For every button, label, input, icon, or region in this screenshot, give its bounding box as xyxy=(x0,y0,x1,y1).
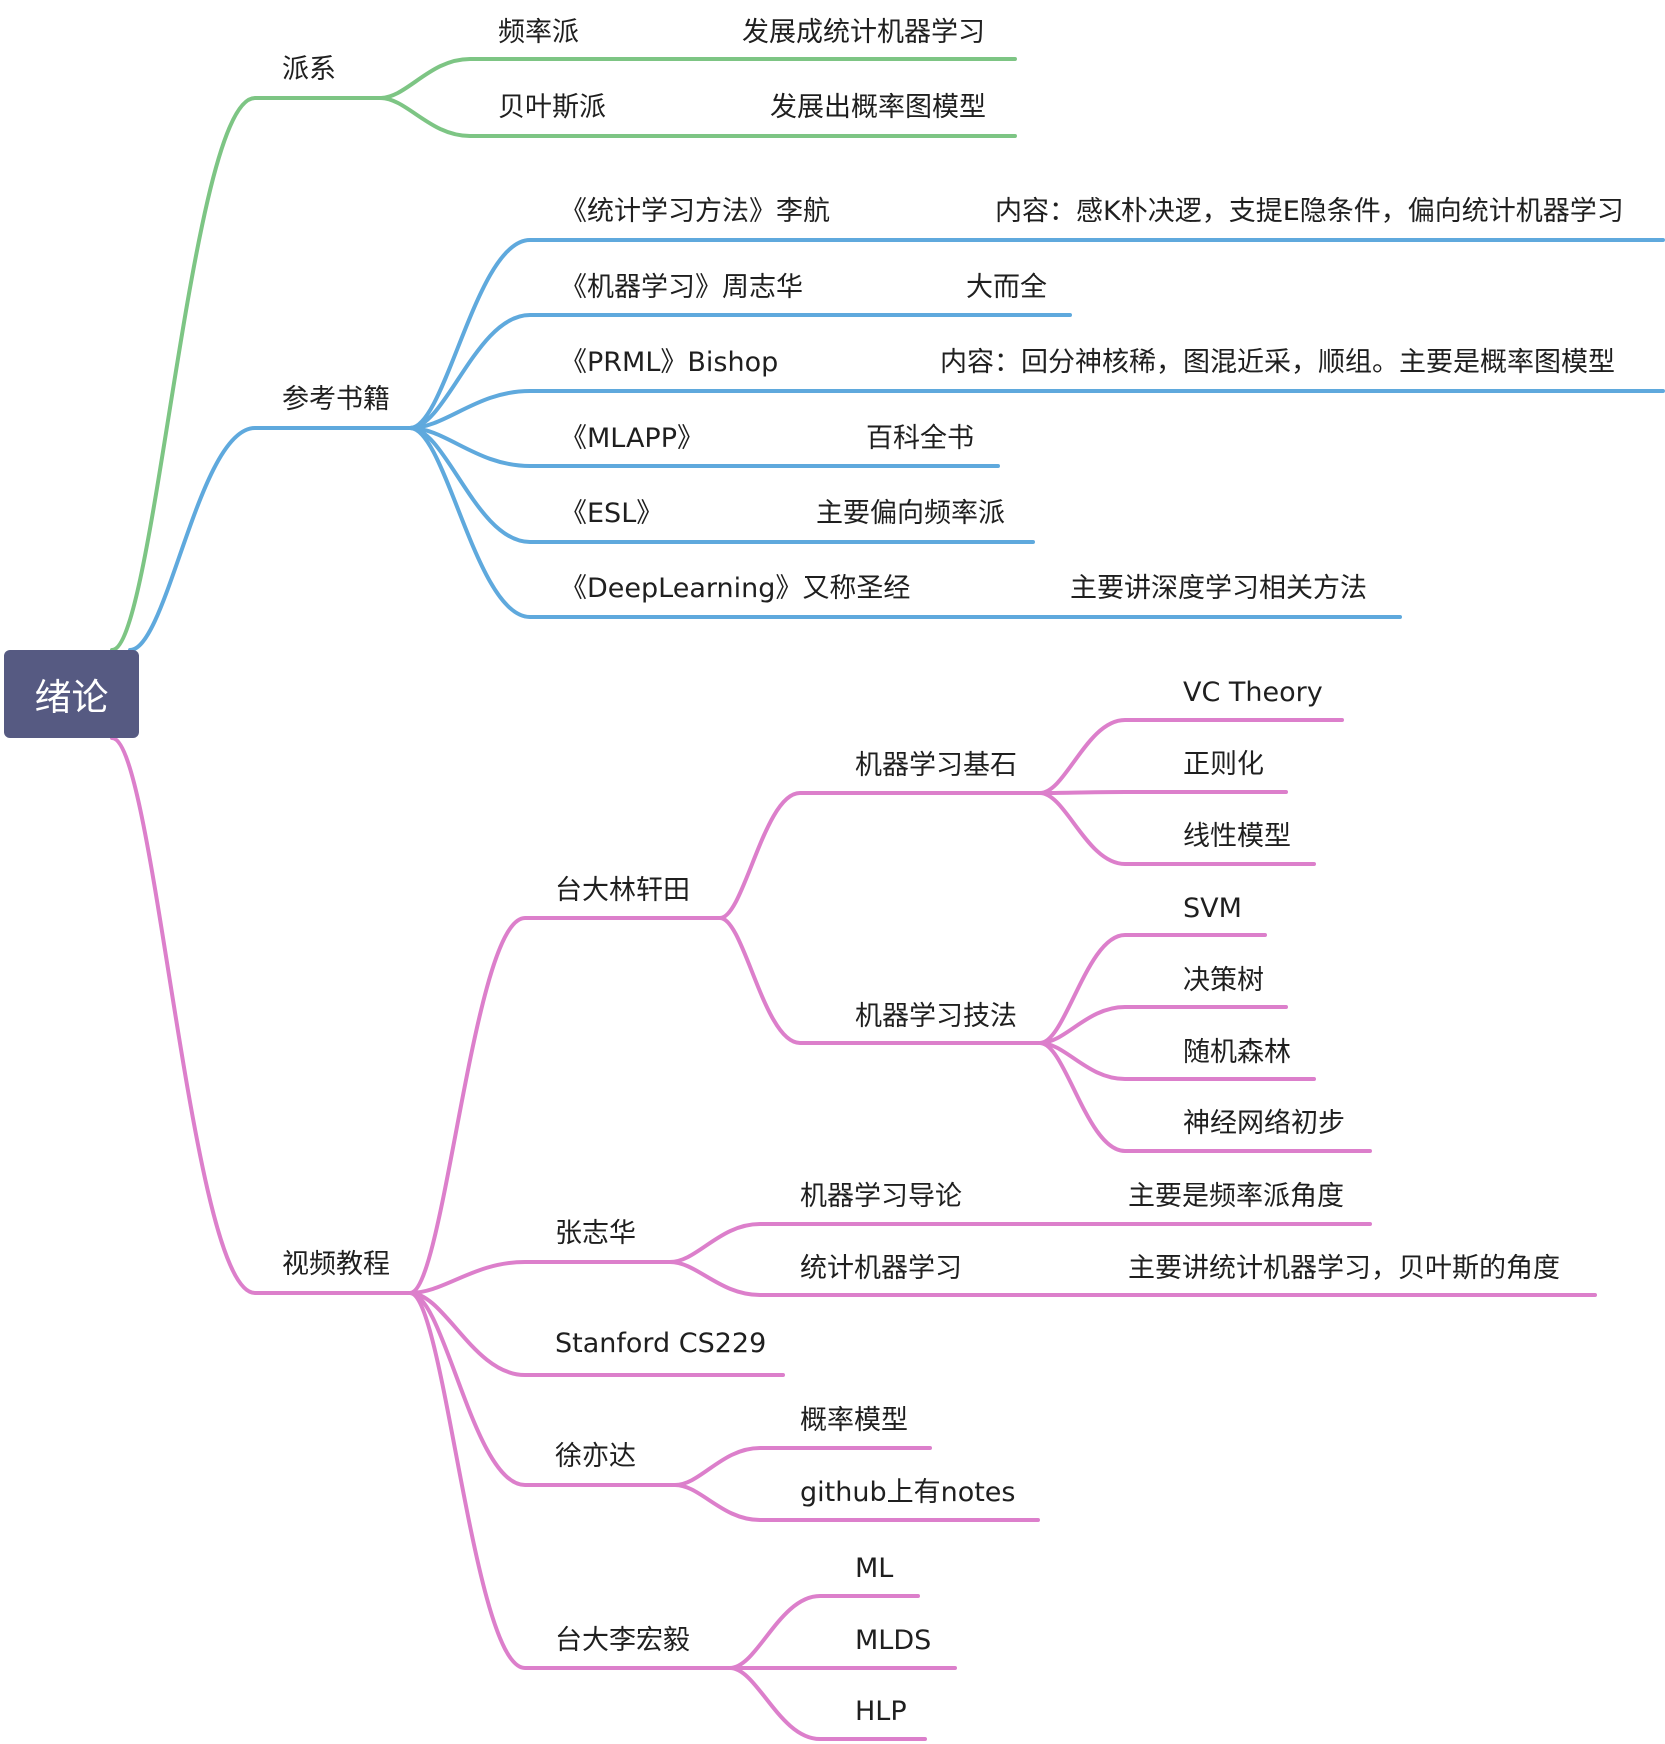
edge-github-notes xyxy=(673,1483,1040,1522)
node-frequentist[interactable]: 频率派 xyxy=(498,17,579,48)
note-stat-ml: 主要讲统计机器学习，贝叶斯的角度 xyxy=(1128,1253,1560,1284)
edge-xu xyxy=(408,1291,677,1487)
leaf-linear-models[interactable]: 线性模型 xyxy=(1183,821,1291,852)
edge-books xyxy=(128,426,412,652)
node-bayesian[interactable]: 贝叶斯派 xyxy=(498,92,606,123)
edge-book-5 xyxy=(408,426,1402,619)
edge-random-forest xyxy=(1038,1041,1316,1081)
node-zhang[interactable]: 张志华 xyxy=(555,1218,636,1249)
edge-prob-models xyxy=(673,1446,932,1487)
note-bayesian: 发展出概率图模型 xyxy=(770,92,986,123)
leaf-regularization[interactable]: 正则化 xyxy=(1183,749,1264,780)
leaf-vc-theory[interactable]: VC Theory xyxy=(1183,677,1323,708)
node-ml-foundations[interactable]: 机器学习基石 xyxy=(855,750,1017,781)
edge-book-3 xyxy=(408,426,1000,468)
leaf-svm[interactable]: SVM xyxy=(1183,893,1242,924)
edge-zhang xyxy=(408,1260,672,1295)
edge-bayesian xyxy=(378,96,1017,138)
leaf-decision-tree[interactable]: 决策树 xyxy=(1183,965,1264,996)
book-note: 百科全书 xyxy=(866,423,974,454)
note-frequentist: 发展成统计机器学习 xyxy=(742,17,985,48)
note-ml-intro: 主要是频率派角度 xyxy=(1128,1181,1344,1212)
edge-neural-net-intro xyxy=(1038,1041,1372,1153)
book-note: 主要讲深度学习相关方法 xyxy=(1070,573,1367,604)
node-stanford[interactable]: Stanford CS229 xyxy=(555,1328,767,1359)
book-note: 内容：回分神核稀，图混近采，顺组。主要是概率图模型 xyxy=(940,347,1615,378)
edge-linear-models xyxy=(1038,791,1316,866)
edge-regularization xyxy=(1038,790,1288,795)
edge-vc-theory xyxy=(1038,718,1344,795)
book-item[interactable]: 《统计学习方法》李航 xyxy=(560,196,830,227)
leaf-prob-models[interactable]: 概率模型 xyxy=(800,1405,908,1436)
edge-svm xyxy=(1038,933,1267,1045)
edge-schools xyxy=(110,96,382,652)
node-books[interactable]: 参考书籍 xyxy=(282,384,390,415)
edge-frequentist xyxy=(378,57,1017,100)
book-note: 大而全 xyxy=(966,272,1047,303)
leaf-hlp[interactable]: HLP xyxy=(855,1696,907,1727)
edge-ntu-lee xyxy=(408,1291,732,1670)
node-schools[interactable]: 派系 xyxy=(282,54,336,85)
edge-book-1 xyxy=(408,313,1072,430)
book-item[interactable]: 《DeepLearning》又称圣经 xyxy=(560,573,911,604)
book-item[interactable]: 《PRML》Bishop xyxy=(560,347,779,378)
node-ntu-lee[interactable]: 台大李宏毅 xyxy=(555,1625,690,1656)
node-ntu-lin[interactable]: 台大林轩田 xyxy=(555,875,690,906)
node-xu[interactable]: 徐亦达 xyxy=(555,1441,636,1472)
edge-decision-tree xyxy=(1038,1005,1288,1045)
book-note: 内容：感K朴决逻，支提E隐条件，偏向统计机器学习 xyxy=(995,196,1624,227)
book-note: 主要偏向频率派 xyxy=(816,498,1005,529)
edge-videos xyxy=(110,736,412,1295)
leaf-github-notes[interactable]: github上有notes xyxy=(800,1477,1016,1508)
edge-hlp xyxy=(728,1666,927,1741)
leaf-ml-intro[interactable]: 机器学习导论 xyxy=(800,1181,962,1212)
root-node[interactable]: 绪论 xyxy=(4,650,139,738)
edge-book-2 xyxy=(408,389,1665,430)
edge-ml-techniques xyxy=(718,916,1042,1045)
leaf-mlds[interactable]: MLDS xyxy=(855,1625,932,1656)
node-ml-techniques[interactable]: 机器学习技法 xyxy=(855,1001,1017,1032)
leaf-random-forest[interactable]: 随机森林 xyxy=(1183,1037,1291,1068)
edge-ml-foundations xyxy=(718,791,1042,920)
edge-book-4 xyxy=(408,426,1035,544)
edge-ntu-lin xyxy=(408,916,722,1295)
edge-stanford xyxy=(408,1291,785,1377)
book-item[interactable]: 《机器学习》周志华 xyxy=(560,272,803,303)
leaf-stat-ml[interactable]: 统计机器学习 xyxy=(800,1253,962,1284)
leaf-ml[interactable]: ML xyxy=(855,1553,894,1584)
edge-book-0 xyxy=(408,238,1665,430)
book-item[interactable]: 《ESL》 xyxy=(560,498,664,529)
node-videos[interactable]: 视频教程 xyxy=(282,1249,390,1280)
book-item[interactable]: 《MLAPP》 xyxy=(560,423,704,454)
edge-ml-intro xyxy=(668,1222,1372,1264)
edge-ml xyxy=(728,1594,920,1670)
leaf-neural-net-intro[interactable]: 神经网络初步 xyxy=(1183,1108,1345,1139)
edge-stat-ml xyxy=(668,1260,1597,1297)
